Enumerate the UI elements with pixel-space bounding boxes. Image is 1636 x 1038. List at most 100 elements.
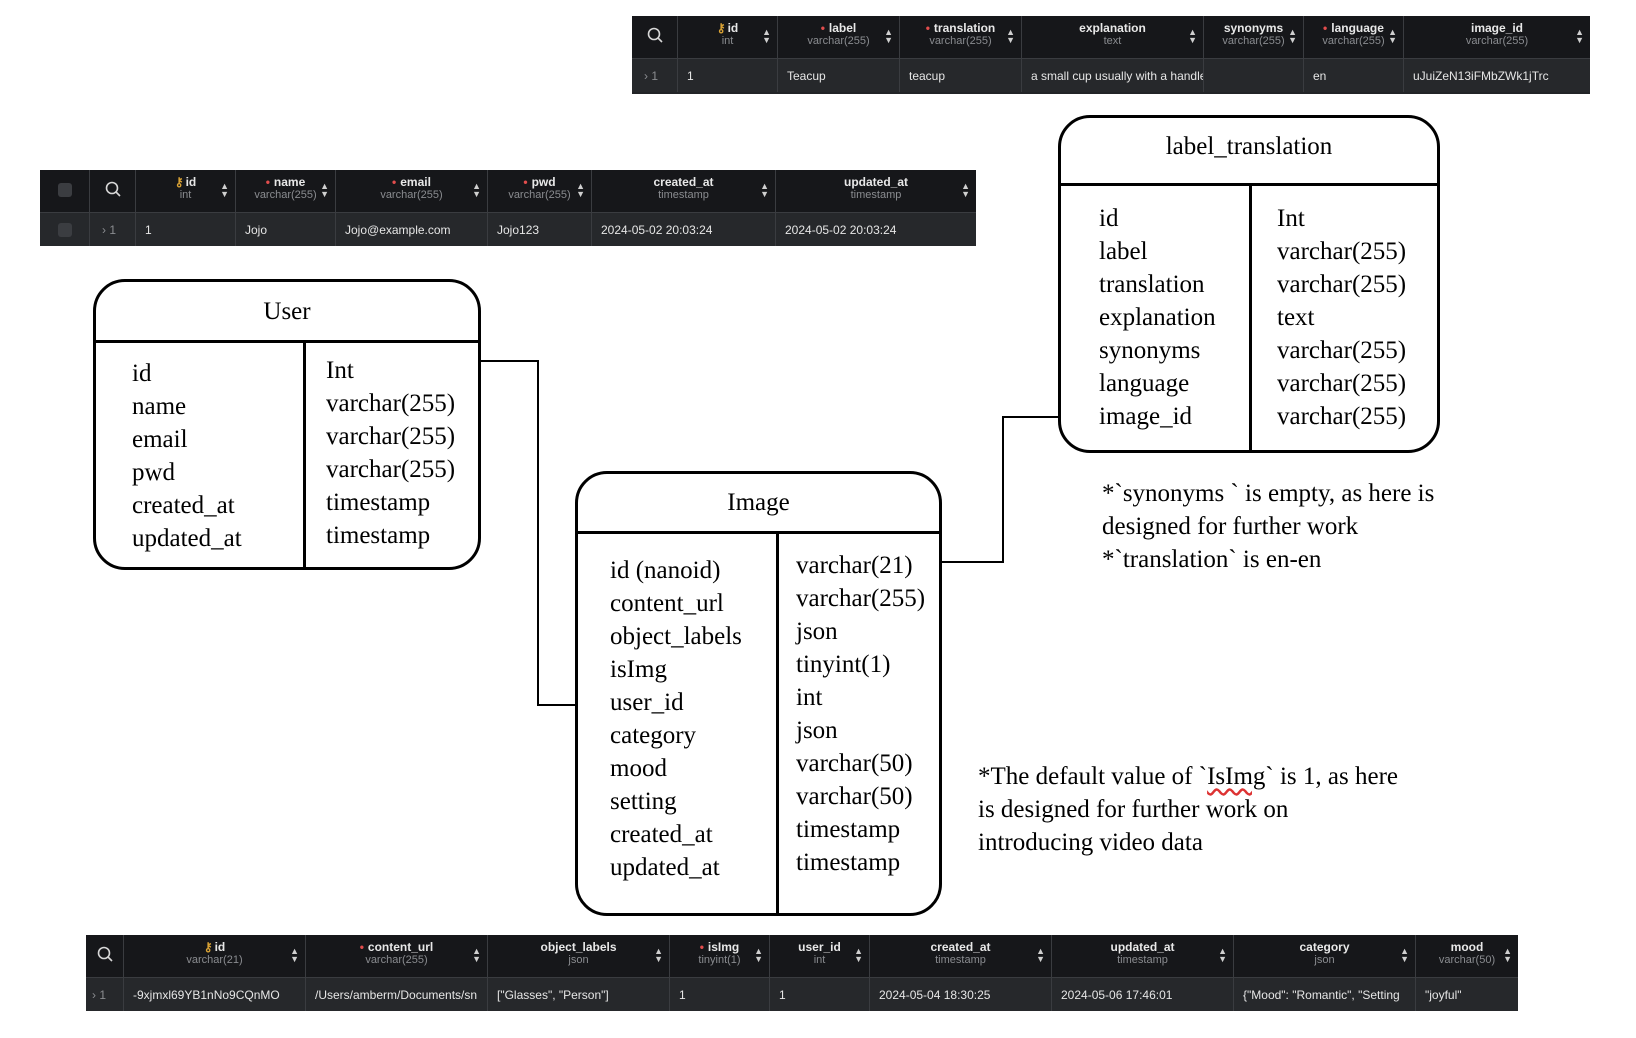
column-header-object-labels[interactable]: object_labels json ▲▼ [488,935,670,977]
table-cell[interactable]: /Users/amberm/Documents/sn [306,978,488,1011]
column-name: object_labels [540,940,617,954]
user-image-connector [481,360,575,706]
sort-arrows-icon[interactable]: ▲▼ [760,181,769,199]
column-header-user-id[interactable]: user_id int ▲▼ [770,935,870,977]
sort-arrows-icon[interactable]: ▲▼ [1218,946,1227,964]
sort-arrows-icon[interactable]: ▲▼ [1400,946,1409,964]
column-header-created-at[interactable]: created_at timestamp ▲▼ [592,170,776,212]
entity-header-divider [578,531,939,534]
column-header-id[interactable]: ⚷id varchar(21) ▲▼ [124,935,306,977]
sort-arrows-icon[interactable]: ▲▼ [762,27,771,45]
grid-header: ⚷id int ▲▼ label varchar(255) ▲▼ transla… [632,16,1590,59]
table-cell[interactable]: teacup [900,59,1022,92]
table-cell[interactable]: en [1304,59,1404,92]
grid-search-cell[interactable] [86,935,124,977]
sort-arrows-icon[interactable]: ▲▼ [472,181,481,199]
column-header-explanation[interactable]: explanation text ▲▼ [1022,16,1204,58]
column-header-language[interactable]: language varchar(255) ▲▼ [1304,16,1404,58]
table-cell[interactable]: 1 [670,978,770,1011]
field-name: content_url [610,590,724,617]
sort-arrows-icon[interactable]: ▲▼ [1288,27,1297,45]
column-header-mood[interactable]: mood varchar(50) ▲▼ [1416,935,1518,977]
row-number[interactable]: › 1 [632,59,678,92]
column-header-updated-at[interactable]: updated_at timestamp ▲▼ [1052,935,1234,977]
sort-arrows-icon[interactable]: ▲▼ [1575,27,1584,45]
column-type: int [179,189,192,201]
table-row[interactable]: › 1 -9xjmxl69YB1nNo9CQnMO /Users/amberm/… [86,978,1518,1011]
search-icon[interactable] [96,945,114,963]
column-header-isimg[interactable]: isImg tinyint(1) ▲▼ [670,935,770,977]
table-cell[interactable]: -9xjmxl69YB1nNo9CQnMO [124,978,306,1011]
table-cell[interactable]: 2024-05-04 18:30:25 [870,978,1052,1011]
sort-arrows-icon[interactable]: ▲▼ [1388,27,1397,45]
label-translation-grid: ⚷id int ▲▼ label varchar(255) ▲▼ transla… [632,16,1590,94]
sort-arrows-icon[interactable]: ▲▼ [754,946,763,964]
sort-arrows-icon[interactable]: ▲▼ [1188,27,1197,45]
column-header-category[interactable]: category json ▲▼ [1234,935,1416,977]
row-checkbox[interactable] [57,223,72,237]
table-cell[interactable]: a small cup usually with a handle [1022,59,1204,92]
sort-arrows-icon[interactable]: ▲▼ [654,946,663,964]
column-header-created-at[interactable]: created_at timestamp ▲▼ [870,935,1052,977]
field-name: email [132,426,188,453]
column-header-content-url[interactable]: content_url varchar(255) ▲▼ [306,935,488,977]
sort-arrows-icon[interactable]: ▲▼ [220,181,229,199]
column-type: timestamp [658,189,709,201]
grid-search-cell[interactable] [632,16,678,58]
table-cell[interactable] [1204,59,1304,92]
select-all-cell[interactable] [40,170,90,212]
grid-search-cell[interactable] [90,170,136,212]
table-cell[interactable]: 2024-05-02 20:03:24 [592,213,776,246]
table-cell[interactable]: 2024-05-02 20:03:24 [785,223,897,237]
sort-arrows-icon[interactable]: ▲▼ [884,27,893,45]
sort-arrows-icon[interactable]: ▲▼ [472,946,481,964]
column-header-translation[interactable]: translation varchar(255) ▲▼ [900,16,1022,58]
sort-arrows-icon[interactable]: ▲▼ [290,946,299,964]
sort-arrows-icon[interactable]: ▲▼ [854,946,863,964]
row-number[interactable]: › 1 [86,978,124,1011]
column-header-pwd[interactable]: pwd varchar(255) ▲▼ [488,170,592,212]
column-header-id[interactable]: ⚷id int ▲▼ [678,16,778,58]
row-number[interactable]: › 1 [90,213,136,246]
sort-arrows-icon[interactable]: ▲▼ [320,181,329,199]
entity-type-list: Int varchar(255) varchar(255) text varch… [1277,202,1406,433]
table-cell[interactable]: 1 [136,213,236,246]
column-header-id[interactable]: ⚷id int ▲▼ [136,170,236,212]
table-cell[interactable]: Jojo@example.com [336,213,488,246]
key-icon: ⚷ [716,21,726,35]
table-cell[interactable]: uJuiZeN13iFMbZWk1jTrc [1413,69,1549,83]
column-header-image-id[interactable]: image_id varchar(255) ▲▼ [1404,16,1590,58]
column-name: mood [1450,940,1484,954]
table-row[interactable]: › 1 1 Teacup teacup a small cup usually … [632,59,1590,92]
row-checkbox-cell[interactable] [40,213,90,246]
table-cell[interactable]: ["Glasses", "Person"] [488,978,670,1011]
column-header-updated-at[interactable]: updated_at timestamp ▲▼ [776,170,976,212]
column-type: varchar(255) [807,35,870,47]
table-cell[interactable]: "joyful" [1425,988,1462,1002]
table-row[interactable]: › 1 1 Jojo Jojo@example.com Jojo123 2024… [40,213,976,246]
table-cell[interactable]: Teacup [778,59,900,92]
sort-arrows-icon[interactable]: ▲▼ [1036,946,1045,964]
field-type: timestamp [326,522,431,549]
table-cell[interactable]: 1 [770,978,870,1011]
image-label-translation-connector [942,416,1058,563]
sort-arrows-icon[interactable]: ▲▼ [961,181,970,199]
select-all-checkbox[interactable] [57,183,72,197]
table-cell[interactable]: {"Mood": "Romantic", "Setting [1234,978,1416,1011]
sort-arrows-icon[interactable]: ▲▼ [576,181,585,199]
table-cell[interactable]: Jojo123 [488,213,592,246]
search-icon[interactable] [646,26,664,44]
column-header-name[interactable]: name varchar(255) ▲▼ [236,170,336,212]
column-header-synonyms[interactable]: synonyms varchar(255) ▲▼ [1204,16,1304,58]
sort-arrows-icon[interactable]: ▲▼ [1006,27,1015,45]
table-cell[interactable]: 2024-05-06 17:46:01 [1052,978,1234,1011]
table-cell[interactable]: 1 [678,59,778,92]
table-cell[interactable]: Jojo [236,213,336,246]
sort-arrows-icon[interactable]: ▲▼ [1503,946,1512,964]
label-translation-entity: label_translation id label translation e… [1058,115,1440,453]
search-icon[interactable] [104,180,122,198]
note-line: *`translation` is en-en [1102,546,1322,573]
column-header-email[interactable]: email varchar(255) ▲▼ [336,170,488,212]
column-header-label[interactable]: label varchar(255) ▲▼ [778,16,900,58]
field-name: mood [610,755,667,782]
